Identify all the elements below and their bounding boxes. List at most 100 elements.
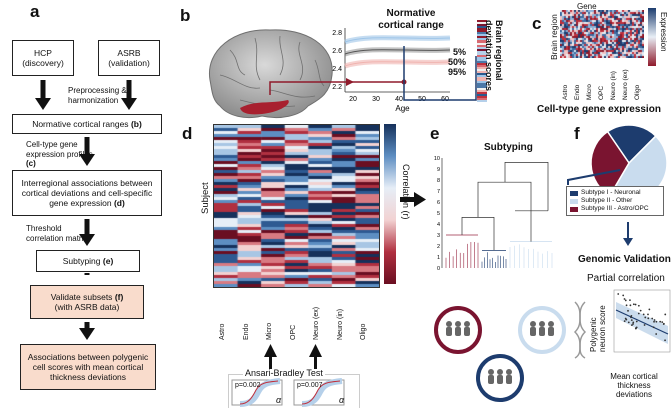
pie-slice-neuronal [606, 124, 657, 165]
dendro-tick: 9 [437, 167, 440, 173]
ab-plots [231, 378, 345, 407]
scatter-point [630, 314, 633, 317]
scatter-point [623, 298, 626, 300]
partial-correlation-label: Partial correlation [587, 273, 665, 284]
subtyping-box: Subtyping (e) [36, 250, 140, 272]
y-tick-label: 2.4 [332, 66, 342, 73]
normative-box: Normative cortical ranges (b) [12, 114, 162, 134]
arrowhead-interregional [79, 234, 95, 246]
gene-heatmap [560, 10, 644, 58]
dendro-tick: 5 [437, 211, 440, 217]
threshold-label: Threshold correlation matrix [26, 224, 88, 243]
scatter-point [637, 312, 640, 315]
x-tick-label: 40 [395, 96, 403, 103]
cell-type-profiles-label: Cell-type gene expression profiles (c) [26, 140, 93, 168]
scatter-point [648, 308, 651, 311]
scatter-point [651, 317, 654, 320]
arrowhead-hcp [35, 98, 51, 110]
dendro-tick: 4 [437, 222, 440, 228]
asrb-label: ASRB (validation) [108, 48, 150, 68]
scatter-point [632, 321, 635, 324]
dendro-tick: 1 [437, 255, 440, 261]
arrowhead-validate [79, 328, 95, 340]
scatter-point [655, 320, 658, 323]
scatter-point [627, 309, 629, 312]
y-tick-label: 2.2 [332, 84, 342, 91]
subtype-pie [590, 124, 668, 202]
scatter-point [617, 293, 620, 295]
circle-neuronal [476, 354, 524, 402]
hcp-label: HCP (discovery) [22, 48, 64, 68]
scatter-point [635, 320, 638, 323]
pct-95-label: 95% [448, 67, 467, 77]
scatter-plot [613, 289, 671, 353]
ab-p2: p=0.007 [297, 382, 323, 389]
scatter-point [630, 319, 633, 321]
panel-a-arrows [35, 80, 137, 340]
subtype-circles [434, 306, 566, 402]
correlation-heatmap [213, 124, 380, 288]
deviation-bar [477, 20, 487, 102]
subtyping-text: Subtyping (e) [62, 256, 114, 266]
scatter-point [625, 304, 628, 307]
expression-colorbar [648, 8, 656, 66]
percentile-line [344, 37, 451, 43]
scatter-point [629, 304, 632, 307]
scatter-fit-line [615, 309, 669, 335]
dendro-tick: 0 [437, 266, 440, 272]
scatter-point [637, 304, 640, 307]
scatter-point [642, 313, 645, 316]
arrowhead-asrb [121, 98, 137, 110]
dendro-tick: 8 [437, 178, 440, 184]
dendro-tick: 10 [434, 156, 440, 162]
dendro-tick: 2 [437, 244, 440, 250]
scatter-point [624, 317, 627, 320]
legend-neuronal: Subtype I - Neuronal [570, 189, 660, 197]
correlation-colorbar [384, 124, 396, 284]
interregional-text: Interregional associations between corti… [21, 178, 153, 208]
panel-a-label: a [30, 2, 40, 21]
y-tick-label: 2.6 [332, 48, 342, 55]
scatter-point [639, 309, 642, 312]
normative-text: Normative cortical ranges (b) [32, 119, 142, 129]
mean-thickness-label: Mean cortical thickness deviations [610, 372, 658, 399]
scatter-point [655, 333, 658, 335]
scatter-point [635, 326, 638, 329]
scatter-point [659, 320, 662, 323]
scatter-point [632, 303, 635, 306]
scatter-point [627, 321, 630, 324]
dendro-tick: 3 [437, 233, 440, 239]
scatter-ci-band [616, 302, 668, 344]
pct-5-label: 5% [453, 47, 467, 57]
y-tick-label: 2.8 [332, 30, 342, 37]
panel-b-label: b [180, 6, 191, 25]
brain-illustration [208, 29, 333, 119]
scatter-point [644, 316, 647, 319]
x-tick-label: 20 [349, 96, 357, 103]
scatter-point [647, 317, 650, 320]
percentile-line [344, 61, 451, 67]
gene-label: Gene [577, 2, 597, 11]
scatter-point [629, 299, 631, 302]
scatter-point [664, 339, 666, 342]
arrowhead-normative [79, 154, 95, 166]
scatter-point [662, 323, 665, 325]
pct-50-label: 50% [448, 57, 467, 67]
scatter-point [630, 316, 632, 319]
ansari-bradley-title: Ansari-Bradley Test [243, 368, 325, 379]
dna-icon [573, 301, 587, 359]
scatter-point [664, 313, 667, 316]
ab-plot-1 [231, 378, 283, 407]
scatter-point [630, 324, 633, 327]
scatter-point [652, 326, 655, 329]
genomic-validation-title: Genomic Validation [578, 254, 671, 265]
ab-alpha-1: α [276, 395, 282, 405]
x-tick-label: 30 [372, 96, 380, 103]
validate-box: Validate subsets (f)(with ASRB data) [30, 285, 144, 319]
age-axis-label: Age [395, 104, 410, 113]
circle-other [518, 306, 566, 354]
